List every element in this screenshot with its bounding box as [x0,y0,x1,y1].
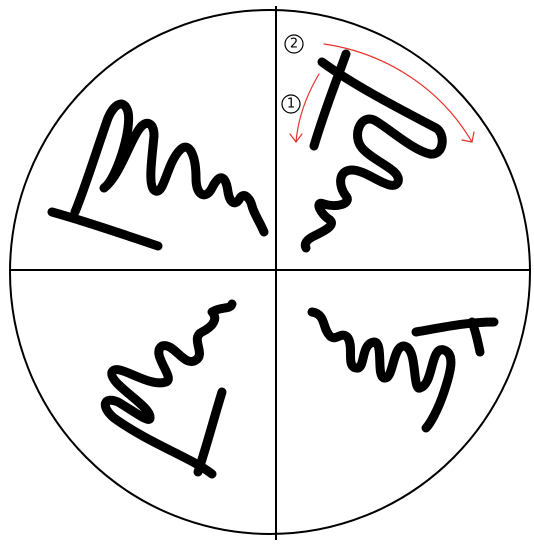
red-arrow-1 [295,73,320,143]
marker-2-circle [284,34,304,54]
cross-stroke-bottom-right [411,317,499,337]
cross-stroke-top-right [309,49,351,151]
tail-stroke-bottom-right [467,317,485,357]
wave-stroke-top-right [300,57,447,253]
wave-stroke-top-left [70,99,269,237]
symbol-top-left [47,99,269,251]
wave-stroke-bottom-right [307,307,456,433]
red-arrow-2 [323,43,473,143]
red-arrow-2-head [461,131,475,143]
marker-1-label: 1 [287,97,295,112]
outer-circle [9,9,531,535]
symbol-bottom-left [100,299,237,479]
cross-stroke-bottom-left [193,387,227,477]
cross-stroke-top-left [47,207,163,251]
red-arrow-1-head [289,133,303,143]
symbol-top-right: 2 1 [281,34,475,253]
outer-frame [9,6,531,540]
marker-2: 2 [284,34,304,54]
marker-2-label: 2 [290,37,298,52]
marker-1: 1 [281,94,301,114]
marker-1-circle [281,94,301,114]
symbol-bottom-right [307,307,499,433]
wave-stroke-bottom-left [100,299,237,479]
